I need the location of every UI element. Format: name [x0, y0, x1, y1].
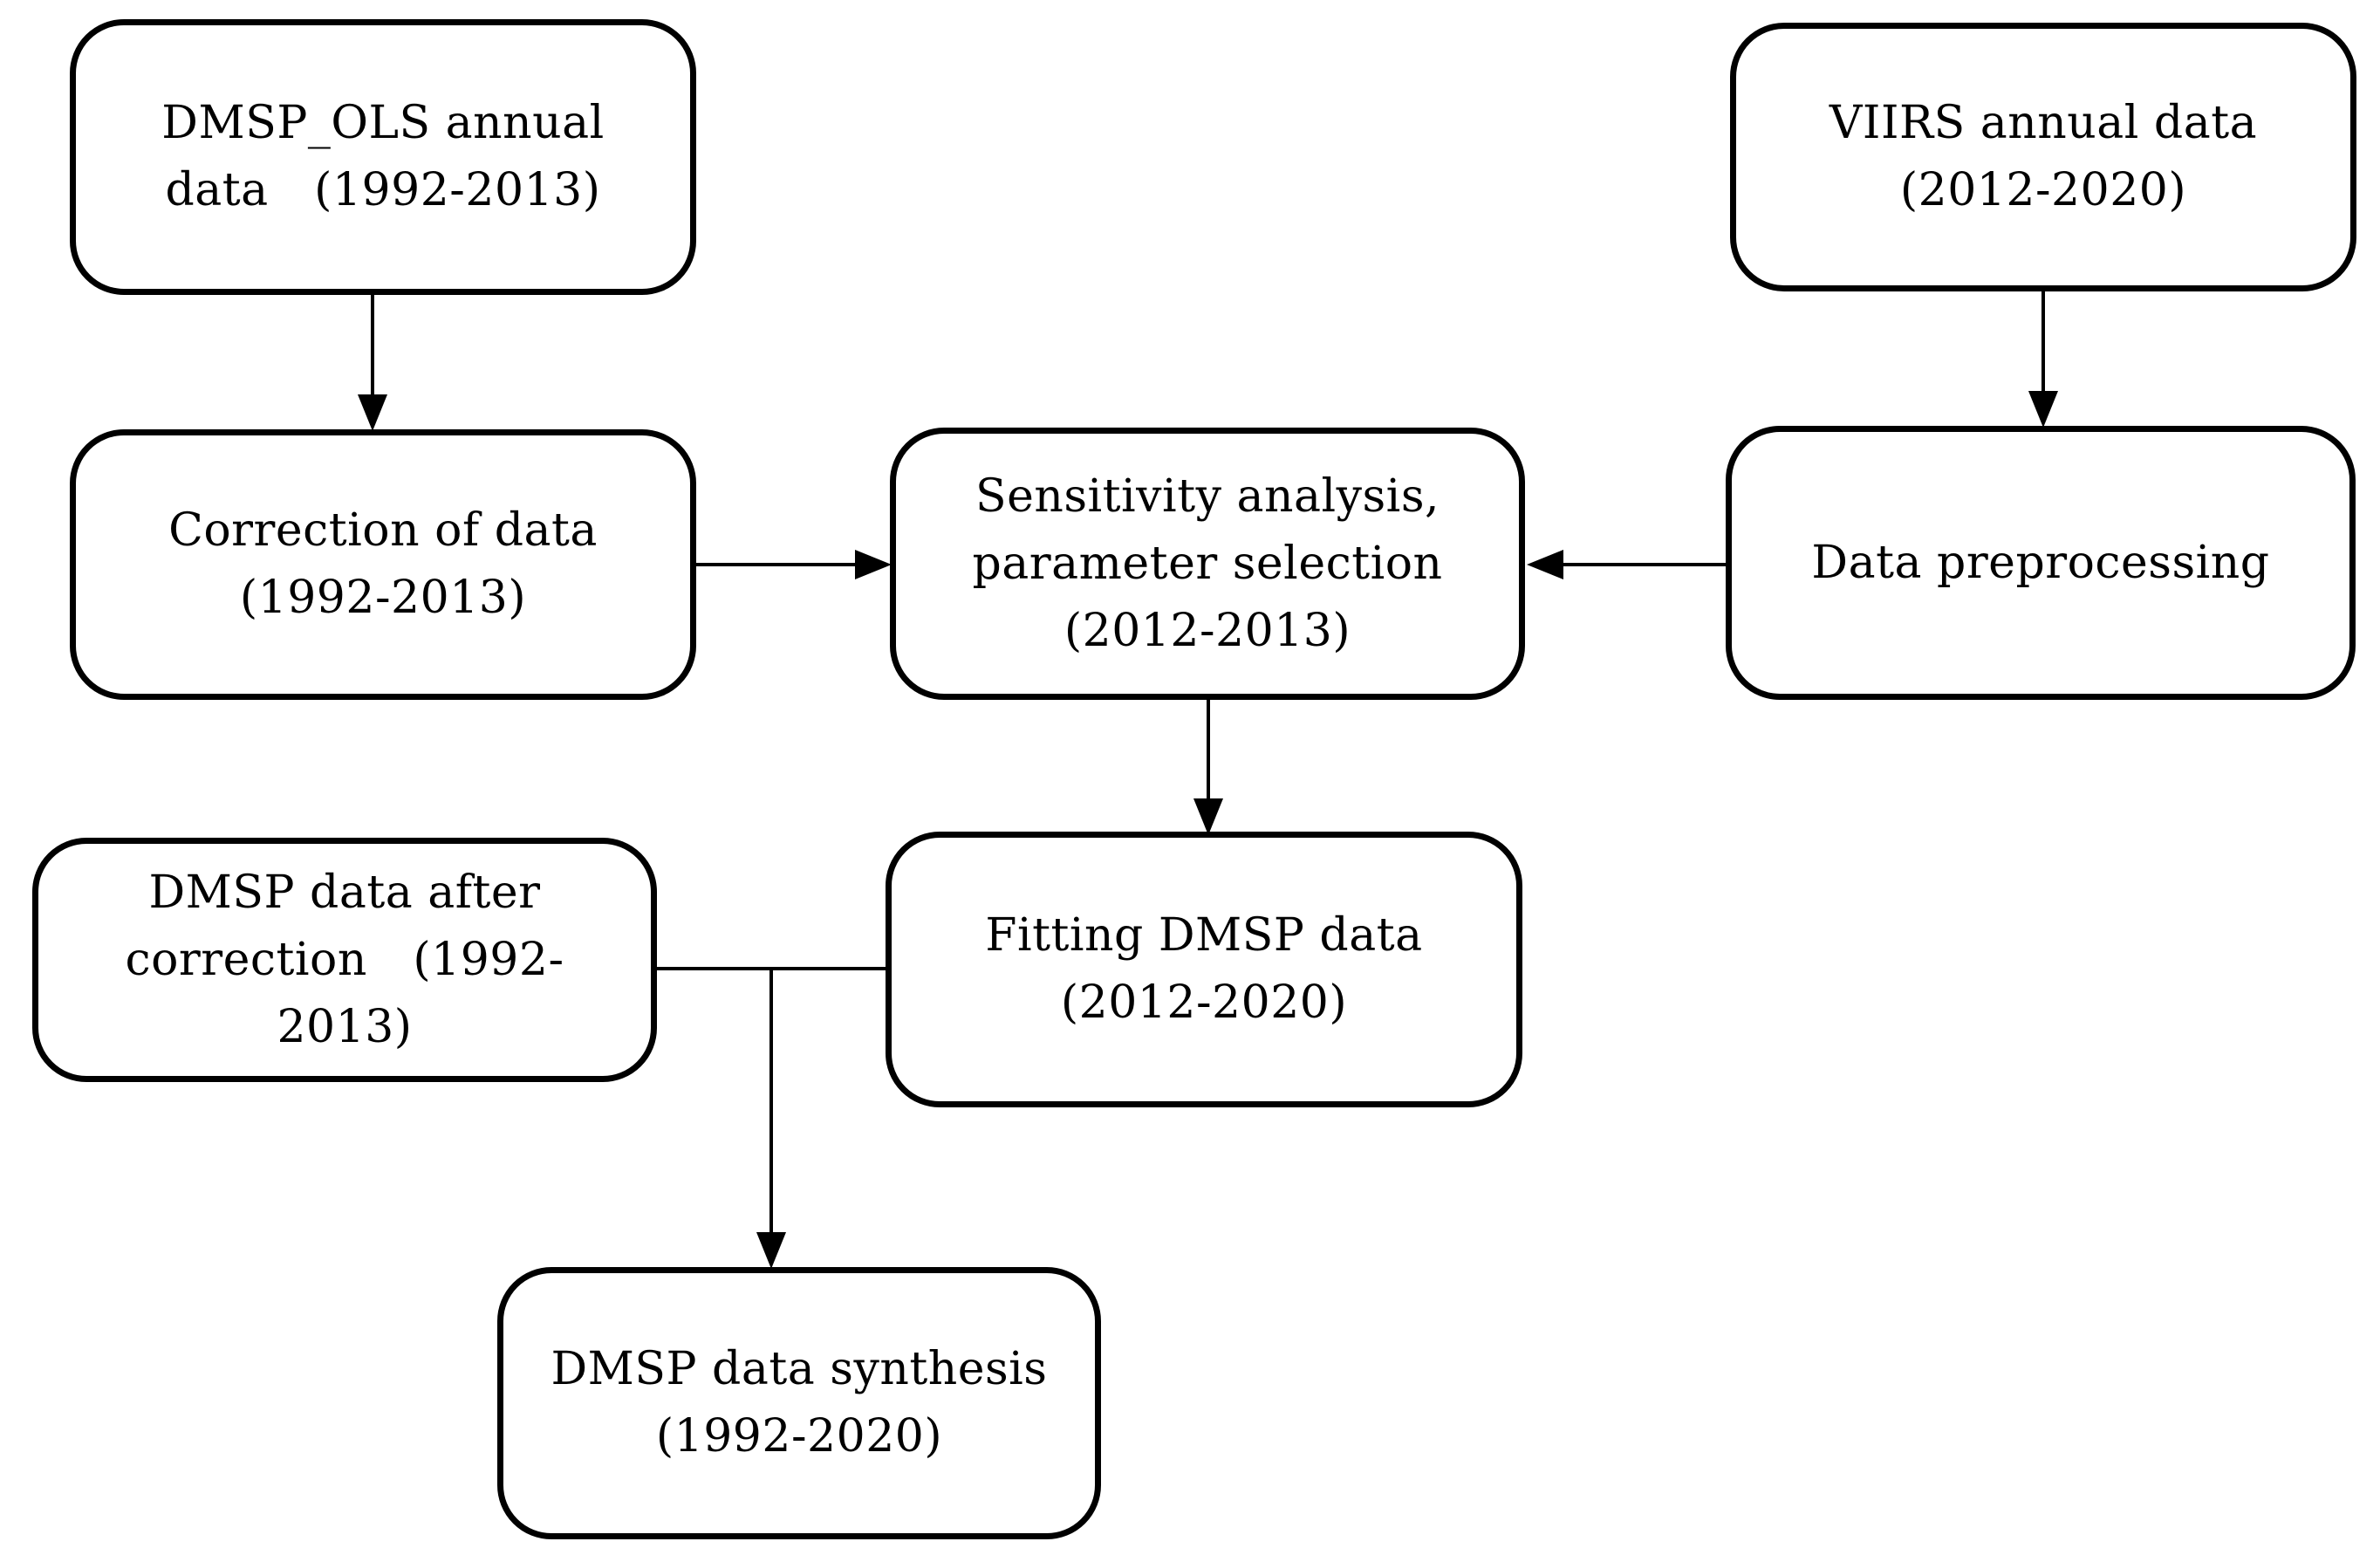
node-viirs-annual-data-label: VIIRS annual data (2012-2020) — [1829, 97, 2258, 216]
node-data-preprocessing-label: Data preprocessing — [1811, 536, 2270, 589]
node-fitting-dmsp-data: Fitting DMSP data (2012-2020) — [886, 832, 1522, 1107]
arrow-correction-to-sensitivity — [696, 550, 892, 579]
node-dmsp-data-after-correction-label: DMSP data after correction (1992- 2013) — [125, 866, 564, 1053]
node-dmsp-data-synthesis-label: DMSP data synthesis (1992-2020) — [551, 1343, 1048, 1463]
node-correction-of-data: Correction of data (1992-2013) — [70, 429, 696, 700]
node-data-preprocessing: Data preprocessing — [1726, 426, 2356, 700]
merge-connector-to-synthesis — [657, 967, 886, 1269]
node-sensitivity-analysis: Sensitivity analysis, parameter selectio… — [890, 428, 1525, 700]
arrow-viirs-to-preprocessing — [2028, 291, 2058, 428]
node-dmsp-data-after-correction: DMSP data after correction (1992- 2013) — [32, 838, 657, 1082]
node-dmsp-data-synthesis: DMSP data synthesis (1992-2020) — [497, 1267, 1101, 1539]
arrow-sensitivity-to-fitting — [1193, 700, 1223, 835]
arrow-dmsp-ols-to-correction — [358, 295, 387, 431]
node-viirs-annual-data: VIIRS annual data (2012-2020) — [1730, 23, 2356, 291]
node-sensitivity-analysis-label: Sensitivity analysis, parameter selectio… — [972, 469, 1443, 657]
node-dmsp-ols-annual-data-label: DMSP_OLS annual data (1992-2013) — [161, 97, 605, 216]
node-fitting-dmsp-data-label: Fitting DMSP data (2012-2020) — [985, 909, 1423, 1029]
node-dmsp-ols-annual-data: DMSP_OLS annual data (1992-2013) — [70, 19, 696, 295]
arrow-preprocessing-to-sensitivity — [1527, 550, 1726, 579]
node-correction-of-data-label: Correction of data (1992-2013) — [168, 504, 598, 624]
